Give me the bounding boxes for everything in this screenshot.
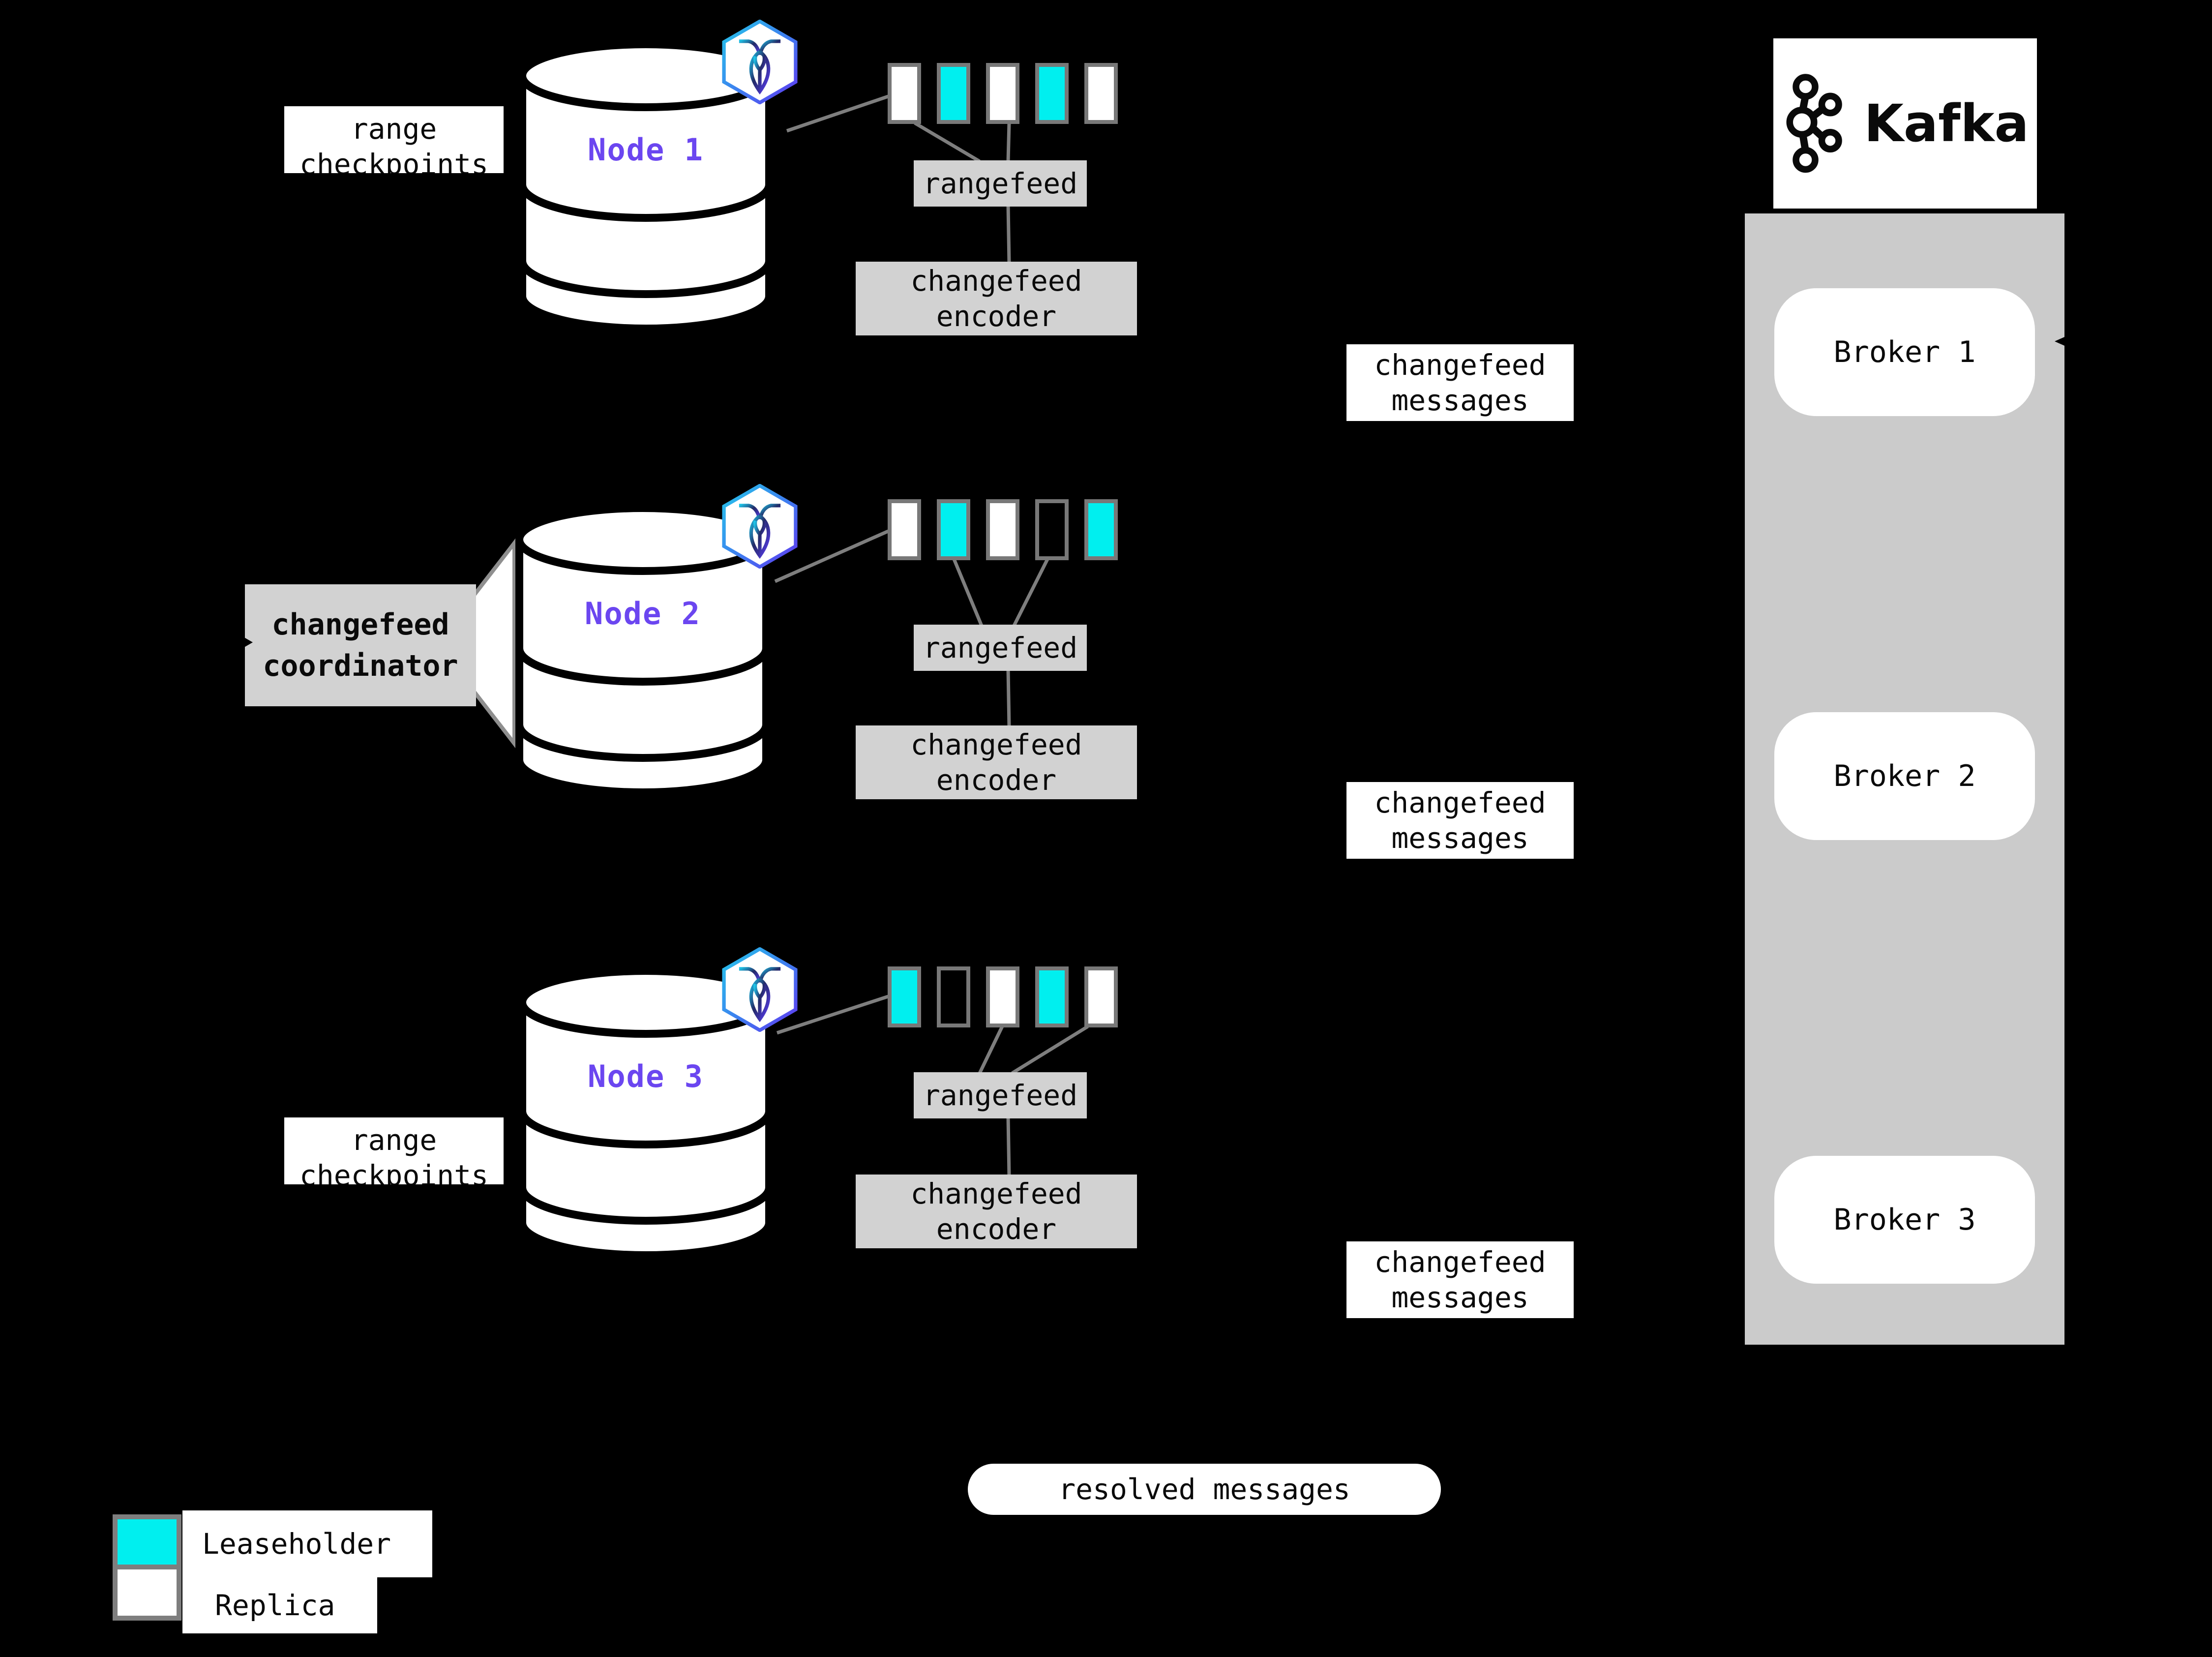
rangefeed-label: rangefeed (923, 631, 1078, 664)
broker-1: Broker 1 (1774, 288, 2035, 416)
messages-line2: messages (1391, 1281, 1529, 1314)
encoder-line2: encoder (936, 763, 1057, 797)
messages-line1: changefeed (1374, 786, 1546, 819)
changefeed-encoder-box-node-1: changefeed encoder (856, 262, 1137, 335)
encoder-line2: encoder (936, 1212, 1057, 1246)
encoder-line2: encoder (936, 300, 1057, 333)
range-square (1035, 63, 1069, 124)
legend-leaseholder-swatch (113, 1514, 181, 1569)
range-square (888, 63, 921, 124)
arrow-left-icon (2055, 333, 2072, 349)
changefeed-coordinator-box: changefeed coordinator (245, 584, 476, 706)
range-square (1084, 63, 1118, 124)
changefeed-messages-label-2: changefeed messages (1346, 782, 1574, 859)
changefeed-messages-label-1: changefeed messages (1346, 344, 1574, 421)
broker-2-label: Broker 2 (1833, 759, 1976, 793)
rangefeed-label: rangefeed (923, 1079, 1078, 1112)
resolved-messages-pill: resolved messages (968, 1464, 1441, 1515)
legend-replica-swatch (113, 1565, 181, 1621)
legend-replica-label: Replica (182, 1577, 377, 1633)
range-square (986, 499, 1019, 560)
broker-2: Broker 2 (1774, 712, 2035, 840)
range-checkpoints-line2: checkpoints (299, 1159, 489, 1184)
changefeed-encoder-box-node-3: changefeed encoder (856, 1175, 1137, 1248)
coordinator-line1: changefeed (271, 607, 449, 642)
node-3-label: Node 3 (588, 1058, 704, 1094)
range-square (1035, 966, 1069, 1027)
range-square (888, 499, 921, 560)
rangefeed-box-node-3: rangefeed (914, 1072, 1087, 1118)
broker-3: Broker 3 (1774, 1156, 2035, 1284)
legend-leaseholder-label: Leaseholder (182, 1510, 432, 1577)
changefeed-encoder-box-node-2: changefeed encoder (856, 725, 1137, 799)
rangefeed-box-node-1: rangefeed (914, 160, 1087, 207)
range-square (888, 966, 921, 1027)
range-square (937, 499, 970, 560)
arrow-right-icon (239, 634, 253, 650)
rangefeed-box-node-2: rangefeed (914, 625, 1087, 671)
database-cylinder-node-3 (518, 967, 773, 1255)
rangefeed-label: rangefeed (923, 167, 1078, 200)
messages-line1: changefeed (1374, 348, 1546, 382)
range-square (986, 966, 1019, 1027)
changefeed-messages-label-3: changefeed messages (1346, 1241, 1574, 1318)
legend-leaseholder-text: Leaseholder (202, 1527, 391, 1561)
broker-3-label: Broker 3 (1833, 1203, 1976, 1237)
encoder-line1: changefeed (910, 728, 1082, 761)
node-1-label: Node 1 (588, 132, 704, 168)
cockroachdb-logo-icon (722, 20, 798, 104)
coordinator-line2: coordinator (263, 649, 458, 683)
range-checkpoints-line1: range (351, 112, 437, 146)
range-checkpoints-label-node-3: range checkpoints (284, 1117, 504, 1184)
kafka-logo-icon (1786, 73, 1843, 173)
encoder-line1: changefeed (910, 1177, 1082, 1210)
range-square (1084, 966, 1118, 1027)
cockroachdb-logo-icon (722, 947, 798, 1032)
broker-1-label: Broker 1 (1833, 335, 1976, 369)
range-checkpoints-line1: range (351, 1123, 437, 1157)
range-square (986, 63, 1019, 124)
legend-replica-text: Replica (215, 1589, 335, 1622)
range-checkpoints-label-node-1: range checkpoints (284, 106, 504, 173)
range-checkpoints-line2: checkpoints (299, 148, 489, 173)
kafka-logo-box: Kafka (1773, 38, 2037, 209)
node-2-label: Node 2 (585, 596, 701, 632)
range-square (937, 966, 970, 1027)
encoder-line1: changefeed (910, 264, 1082, 298)
messages-line2: messages (1391, 384, 1529, 417)
range-square (1084, 499, 1118, 560)
range-square (1035, 499, 1069, 560)
range-square (937, 63, 970, 124)
messages-line1: changefeed (1374, 1245, 1546, 1279)
messages-line2: messages (1391, 821, 1529, 855)
resolved-messages-label: resolved messages (1058, 1473, 1350, 1506)
cockroachdb-logo-icon (722, 484, 798, 569)
kafka-wordmark: Kafka (1864, 93, 2029, 153)
